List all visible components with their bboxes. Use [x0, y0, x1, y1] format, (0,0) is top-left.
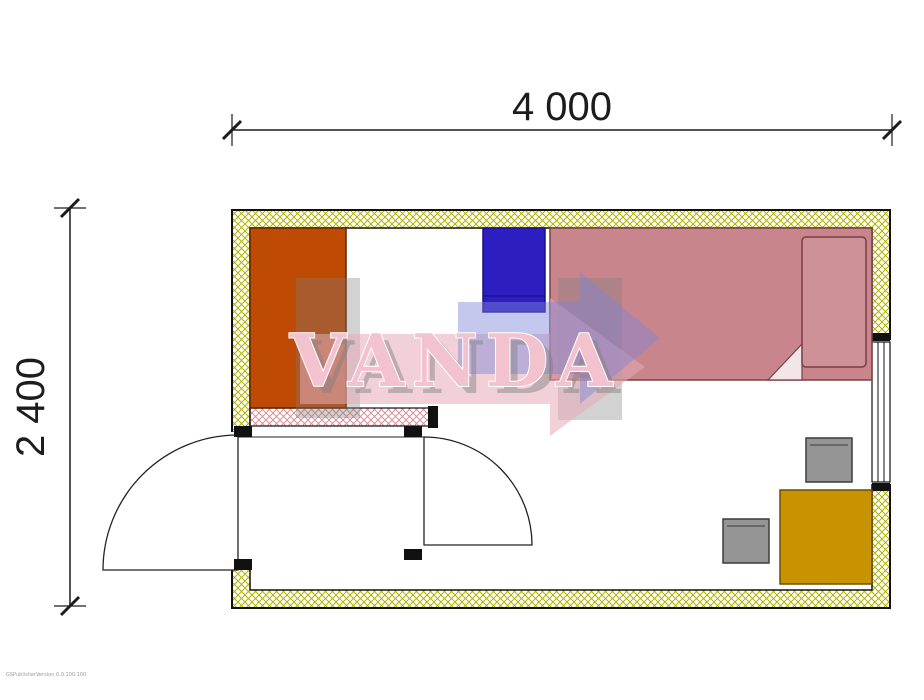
door-jamb	[404, 426, 422, 437]
dimension-tick	[881, 119, 903, 141]
dimension-tick	[59, 595, 81, 617]
door-jamb	[234, 426, 252, 437]
dimension-left: 2 400	[9, 197, 86, 617]
door-jamb	[234, 559, 252, 570]
window	[871, 341, 891, 483]
interior-door-swing	[423, 436, 533, 546]
generator-version-text: GSPublisherVersion 0.0.100.100	[6, 672, 86, 678]
window-jamb	[872, 483, 890, 491]
dimension-top-label: 4 000	[512, 85, 612, 129]
wardrobe	[249, 227, 347, 409]
doors	[102, 426, 533, 571]
blue-cabinet	[482, 227, 546, 313]
dimension-top: 4 000	[221, 85, 903, 146]
dimension-tick	[59, 197, 81, 219]
door-jamb	[404, 549, 422, 560]
partition-wall	[249, 407, 437, 427]
window-jamb	[872, 333, 890, 341]
dimension-left-label: 2 400	[9, 357, 53, 457]
desk	[779, 489, 873, 585]
dimension-tick	[221, 119, 243, 141]
pillow	[801, 236, 867, 368]
partition-end-cap	[428, 406, 438, 428]
furniture	[249, 227, 873, 585]
entrance-door-swing	[102, 434, 239, 571]
